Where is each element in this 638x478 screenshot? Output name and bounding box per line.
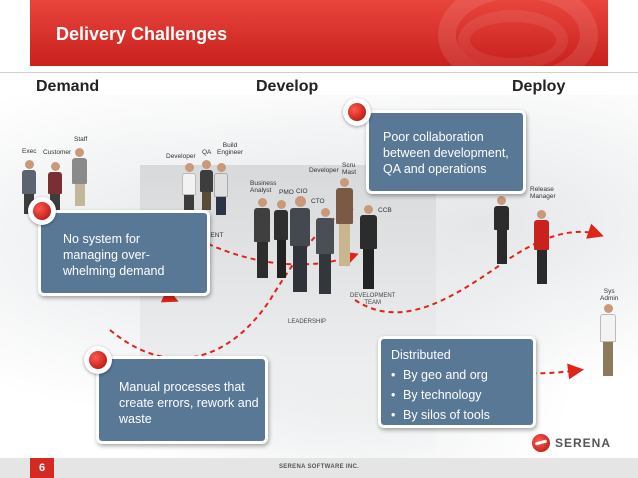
- callout-badge-icon: [84, 346, 112, 374]
- callout-badge-icon: [28, 197, 56, 225]
- role-label-release-manager: Release Manager: [530, 186, 556, 200]
- callout-no-demand-system-text: No system for managing over-whelming dem…: [63, 232, 165, 278]
- role-label-development-team: DEVELOPMENT TEAM: [350, 293, 396, 306]
- serena-logo: SERENA: [532, 434, 611, 452]
- title-banner: Delivery Challenges: [30, 0, 608, 66]
- list-item: By silos of tools: [391, 407, 523, 423]
- role-label-business-analyst: Business Analyst: [250, 180, 277, 194]
- role-label-build-engineer: Build Engineer: [217, 142, 244, 156]
- role-label-qa: QA: [202, 149, 212, 156]
- person-build-engineer-figure: [214, 163, 228, 215]
- role-label-exec: Exec: [22, 148, 37, 155]
- person-developer-figure: [182, 163, 196, 213]
- list-item: By technology: [391, 387, 523, 403]
- callout-no-demand-system: No system for managing over-whelming dem…: [38, 210, 210, 296]
- person-deploy-figure: [494, 196, 509, 264]
- person-cio-figure: [290, 196, 310, 292]
- phase-demand-heading: Demand: [36, 78, 100, 95]
- role-label-cto: CTO: [311, 198, 325, 205]
- role-label-scrum-master: Scru Mast: [342, 162, 357, 176]
- person-customer-figure: [48, 162, 62, 212]
- callout-badge-icon: [343, 98, 371, 126]
- page-number: 6: [30, 458, 54, 478]
- footer-bar: [0, 458, 638, 478]
- person-staff-figure: [72, 148, 87, 206]
- callout-poor-collaboration: Poor collaboration between development, …: [366, 110, 526, 194]
- role-label-management-fragment: MENT: [205, 232, 224, 239]
- callout-distributed: Distributed By geo and org By technology…: [378, 336, 536, 428]
- footer-company-name: SERENA SOFTWARE INC.: [278, 464, 360, 470]
- banner-swirl-decoration: [438, 0, 598, 66]
- person-ccb-figure: [360, 205, 377, 289]
- person-pmo-figure: [274, 200, 288, 278]
- person-release-manager-figure: [534, 210, 549, 284]
- phase-develop-heading: Develop: [256, 78, 319, 95]
- person-sys-admin-figure: [600, 304, 616, 376]
- role-label-ccb: CCB: [378, 207, 392, 214]
- role-label-cio: CIO: [296, 188, 308, 195]
- person-cto-figure: [316, 208, 334, 294]
- role-label-sys-admin: Sys Admin: [600, 288, 619, 302]
- role-label-developer: Developer: [166, 153, 196, 160]
- phase-divider-line: [0, 72, 638, 73]
- person-business-analyst-figure: [254, 198, 270, 278]
- serena-logo-text: SERENA: [555, 436, 612, 450]
- arrow-develop-to-deploy: [354, 223, 604, 314]
- role-label-customer: Customer: [43, 149, 72, 156]
- callout-distributed-title: Distributed: [391, 348, 451, 362]
- person-qa-figure: [200, 160, 213, 210]
- phase-deploy-heading: Deploy: [512, 78, 566, 95]
- role-label-pmo: PMO: [279, 189, 294, 196]
- serena-logo-icon: [532, 434, 550, 452]
- slide-title: Delivery Challenges: [56, 24, 228, 44]
- callout-distributed-list: By geo and org By technology By silos of…: [391, 367, 523, 423]
- arrow-lower-loop: [199, 239, 359, 267]
- list-item: By geo and org: [391, 367, 523, 383]
- callout-poor-collaboration-text: Poor collaboration between development, …: [383, 130, 509, 176]
- callout-manual-processes: Manual processes that create errors, rew…: [96, 356, 268, 444]
- role-label-developer-2: Developer: [309, 167, 339, 174]
- callout-manual-processes-text: Manual processes that create errors, rew…: [119, 380, 259, 426]
- role-label-staff: Staff: [74, 136, 88, 143]
- role-label-leadership: LEADERSHIP: [288, 319, 327, 325]
- person-scrum-master-figure: [336, 178, 353, 266]
